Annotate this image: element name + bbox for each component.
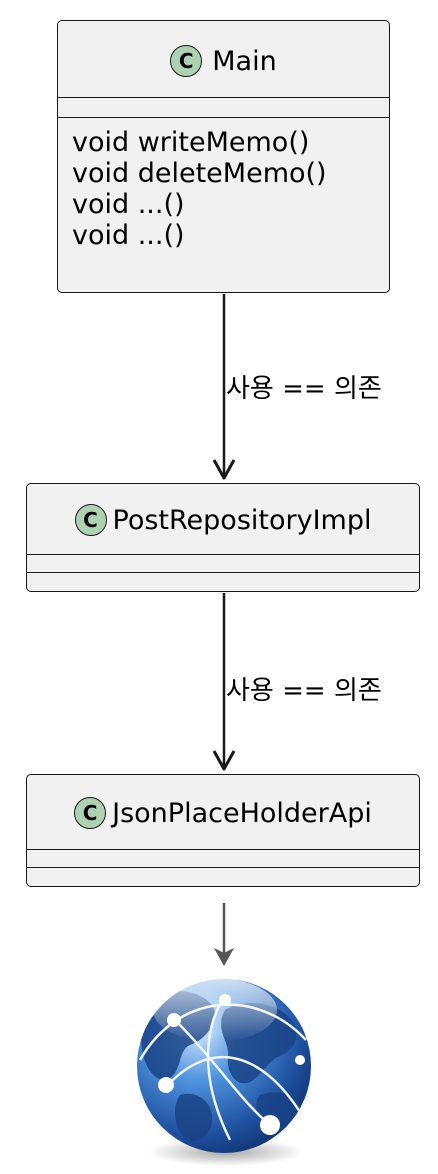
- class-repo-name: PostRepositoryImpl: [112, 504, 372, 536]
- class-divider: [58, 117, 389, 118]
- class-main-name: Main: [212, 45, 277, 77]
- class-repo-header: C PostRepositoryImpl: [27, 502, 419, 538]
- class-main: C Main void writeMemo() void deleteMemo(…: [57, 20, 390, 293]
- class-api-header: C JsonPlaceHolderApi: [27, 795, 419, 831]
- method-item: void ...(): [72, 189, 185, 220]
- class-divider: [27, 849, 419, 850]
- class-divider: [27, 554, 419, 555]
- class-divider: [27, 572, 419, 573]
- class-main-methods: void writeMemo() void deleteMemo() void …: [72, 127, 381, 251]
- class-divider: [58, 97, 389, 98]
- arrow-api-to-globe: [214, 903, 234, 966]
- method-item: void ...(): [72, 220, 185, 251]
- globe-icon: [137, 978, 311, 1166]
- class-json-placeholder-api: C JsonPlaceHolderApi: [26, 774, 420, 887]
- class-badge-icon: C: [74, 504, 107, 536]
- class-divider: [27, 867, 419, 868]
- class-badge-icon: C: [74, 797, 107, 829]
- class-badge-icon: C: [170, 45, 203, 77]
- class-post-repository-impl: C PostRepositoryImpl: [26, 483, 420, 592]
- arrow-main-to-repo: [212, 294, 236, 480]
- class-api-name: JsonPlaceHolderApi: [112, 797, 372, 829]
- class-main-header: C Main: [58, 43, 389, 79]
- arrow-repo-to-api: [212, 593, 236, 771]
- edge-label-main-to-repo: 사용 == 의존: [226, 374, 382, 404]
- method-item: void writeMemo(): [72, 127, 310, 158]
- method-item: void deleteMemo(): [72, 158, 327, 189]
- edge-label-repo-to-api: 사용 == 의존: [226, 676, 382, 706]
